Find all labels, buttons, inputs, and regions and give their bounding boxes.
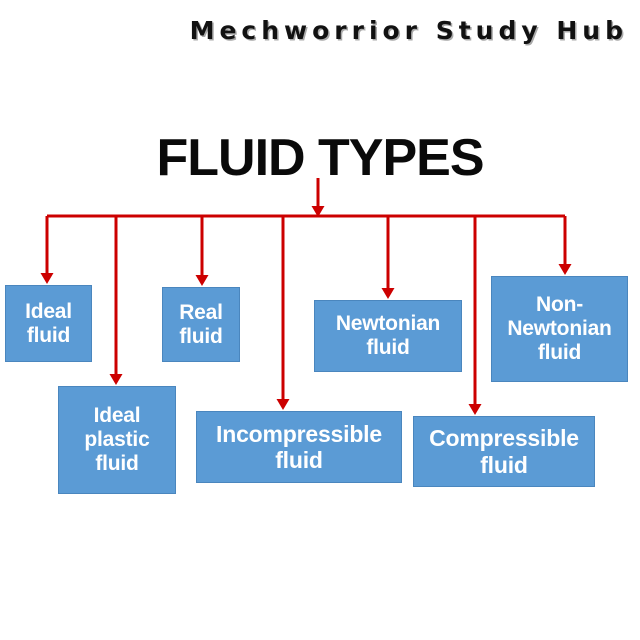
node-non-newtonian-fluid[interactable]: Non- Newtonian fluid bbox=[491, 276, 628, 382]
arrow-head-compressible-fluid bbox=[468, 404, 482, 415]
arrow-head-newtonian-fluid bbox=[381, 288, 395, 299]
arrow-head-incompressible-fluid bbox=[276, 399, 290, 410]
arrow-head-non-newtonian-fluid bbox=[558, 264, 572, 275]
node-newtonian-fluid[interactable]: Newtonian fluid bbox=[314, 300, 462, 372]
watermark-text: Mechworrior Study Hub bbox=[189, 16, 628, 45]
node-label: Real fluid bbox=[179, 300, 223, 348]
node-compressible-fluid[interactable]: Compressible fluid bbox=[413, 416, 595, 487]
title-arrow-head bbox=[311, 206, 325, 217]
arrow-head-real-fluid bbox=[195, 275, 209, 286]
node-label: Ideal plastic fluid bbox=[84, 404, 150, 475]
node-ideal-plastic-fluid[interactable]: Ideal plastic fluid bbox=[58, 386, 176, 494]
node-label: Incompressible fluid bbox=[216, 420, 382, 473]
node-ideal-fluid[interactable]: Ideal fluid bbox=[5, 285, 92, 362]
page-title: FLUID TYPES bbox=[156, 129, 484, 187]
node-label: Ideal fluid bbox=[25, 299, 72, 347]
arrow-head-ideal-fluid bbox=[40, 273, 54, 284]
node-label: Non- Newtonian fluid bbox=[507, 293, 612, 364]
node-real-fluid[interactable]: Real fluid bbox=[162, 287, 240, 362]
node-label: Compressible fluid bbox=[429, 425, 579, 478]
node-incompressible-fluid[interactable]: Incompressible fluid bbox=[196, 411, 402, 483]
node-label: Newtonian fluid bbox=[335, 312, 441, 359]
arrow-head-ideal-plastic-fluid bbox=[109, 374, 123, 385]
